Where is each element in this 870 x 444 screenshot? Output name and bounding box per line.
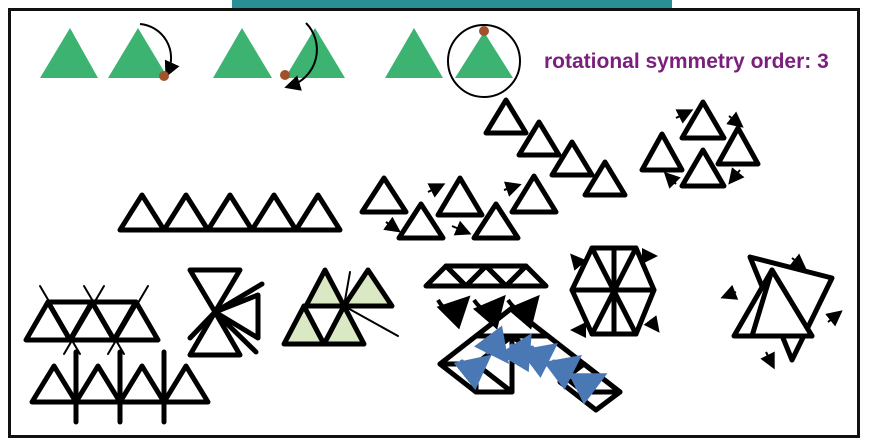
bowtie-star — [187, 267, 265, 358]
subdivided-large-triangle — [720, 253, 843, 370]
triangle-row-with-mirror-lines — [29, 349, 211, 425]
full-rotation-circle — [447, 24, 521, 98]
green-triangle — [213, 28, 272, 78]
triangle-pairs-with-curved-arrows — [423, 263, 549, 330]
octagon-of-triangles — [569, 245, 660, 338]
diagonal-triangle-strip — [483, 97, 628, 198]
pivot-dot — [159, 71, 169, 81]
clockwise-arrow — [139, 23, 180, 78]
shaded-triangle-group — [281, 267, 399, 347]
clockwise-arrow — [284, 22, 318, 91]
tessellation-with-mirror-lines — [23, 285, 161, 355]
header-banner — [232, 0, 672, 8]
pivot-dot — [479, 26, 489, 36]
pivot-dot — [280, 70, 290, 80]
green-triangle — [455, 32, 513, 78]
triangle-row-five — [117, 192, 343, 233]
zigzag-triangle-strip — [359, 173, 559, 241]
slide-frame — [8, 8, 860, 438]
rotation-demo-3 — [385, 24, 521, 98]
rotating-triangle-cluster — [639, 99, 761, 189]
rhombus-path-with-blue-arrows — [437, 305, 623, 413]
green-triangle — [285, 28, 345, 78]
rotation-demo-1 — [40, 23, 180, 81]
green-triangle — [385, 28, 443, 78]
symmetry-caption: rotational symmetry order: 3 — [544, 50, 829, 73]
green-triangle — [40, 28, 98, 78]
green-triangle — [108, 28, 168, 78]
rotation-demo-2 — [213, 22, 345, 91]
